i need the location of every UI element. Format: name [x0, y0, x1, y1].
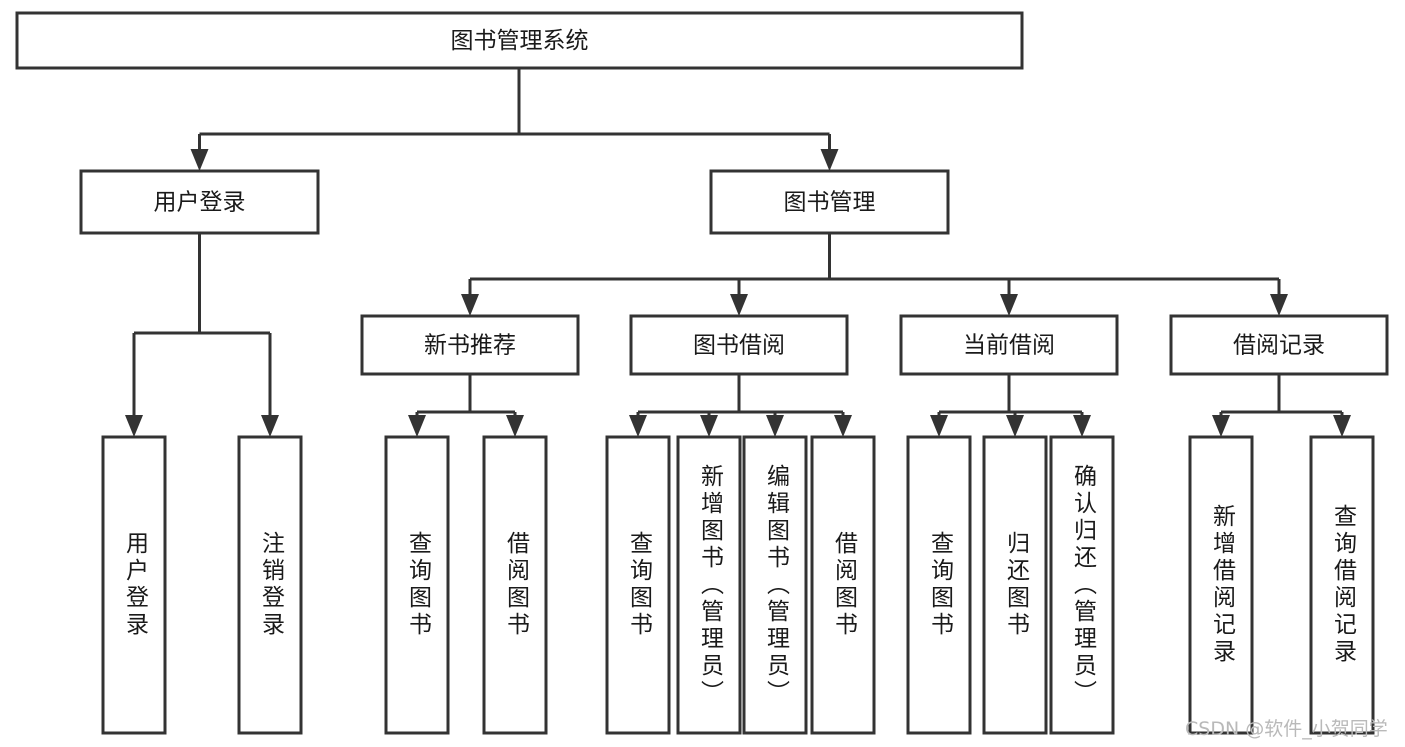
leaf-add-record-box[interactable] — [1188, 435, 1254, 735]
book-borrow-box[interactable] — [629, 314, 849, 376]
leaf-query-book-2-box[interactable] — [605, 435, 671, 735]
root-node-box[interactable] — [15, 11, 1024, 70]
book-manage-label: 图书管理 — [784, 190, 876, 216]
borrow-record-to-leaf-add-record-arrowhead — [1212, 415, 1230, 437]
root-to-user-login-arrowhead — [190, 149, 209, 171]
root-node-label: 图书管理系统 — [451, 28, 589, 54]
current-borrow-label: 当前借阅 — [963, 333, 1055, 359]
leaf-logout-box[interactable] — [237, 435, 303, 735]
user-login-box[interactable] — [79, 169, 320, 235]
book-borrow-label: 图书借阅 — [693, 333, 785, 359]
leaf-edit-book-box[interactable] — [742, 435, 808, 735]
book-borrow-to-leaf-add-book-arrowhead — [700, 415, 718, 437]
user-login-to-leaf-logout-arrowhead — [261, 415, 279, 437]
current-borrow-to-leaf-confirm-return-arrowhead — [1073, 415, 1091, 437]
leaf-query-book-1-box[interactable] — [384, 435, 450, 735]
current-borrow-box[interactable] — [899, 314, 1119, 376]
book-manage-box[interactable] — [709, 169, 950, 235]
current-borrow-to-leaf-return-book-arrowhead — [1006, 415, 1024, 437]
leaf-borrow-book-2-box[interactable] — [810, 435, 876, 735]
leaf-borrow-book-1-box[interactable] — [482, 435, 548, 735]
book-manage-to-current-borrow-arrowhead — [1000, 294, 1018, 316]
book-borrow-to-leaf-query-book-2-arrowhead — [629, 415, 647, 437]
root-to-book-manage-arrowhead — [820, 149, 839, 171]
user-login-to-leaf-user-login-arrowhead — [125, 415, 143, 437]
book-manage-to-book-borrow-arrowhead — [730, 294, 748, 316]
borrow-record-to-leaf-query-record-arrowhead — [1333, 415, 1351, 437]
current-borrow-to-leaf-query-book-3-arrowhead — [930, 415, 948, 437]
leaf-query-record-box[interactable] — [1309, 435, 1375, 735]
book-borrow-to-leaf-edit-book-arrowhead — [766, 415, 784, 437]
leaf-confirm-return-box[interactable] — [1049, 435, 1115, 735]
book-manage-to-borrow-record-arrowhead — [1270, 294, 1288, 316]
book-borrow-to-leaf-borrow-book-2-arrowhead — [834, 415, 852, 437]
leaf-user-login-box[interactable] — [101, 435, 167, 735]
leaf-add-book-box[interactable] — [676, 435, 742, 735]
borrow-record-label: 借阅记录 — [1233, 333, 1325, 359]
watermark: CSDN @软件_小贺同学 — [1185, 718, 1388, 740]
user-login-label: 用户登录 — [154, 190, 246, 216]
new-book-rec-box[interactable] — [360, 314, 580, 376]
book-manage-to-new-book-rec-arrowhead — [461, 294, 479, 316]
borrow-record-box[interactable] — [1169, 314, 1389, 376]
new-book-rec-to-leaf-query-book-1-arrowhead — [408, 415, 426, 437]
leaf-query-book-3-box[interactable] — [906, 435, 972, 735]
new-book-rec-label: 新书推荐 — [424, 333, 516, 359]
node-boxes — [15, 11, 1389, 735]
leaf-return-book-box[interactable] — [982, 435, 1048, 735]
new-book-rec-to-leaf-borrow-book-1-arrowhead — [506, 415, 524, 437]
connector-lines — [125, 68, 1351, 437]
